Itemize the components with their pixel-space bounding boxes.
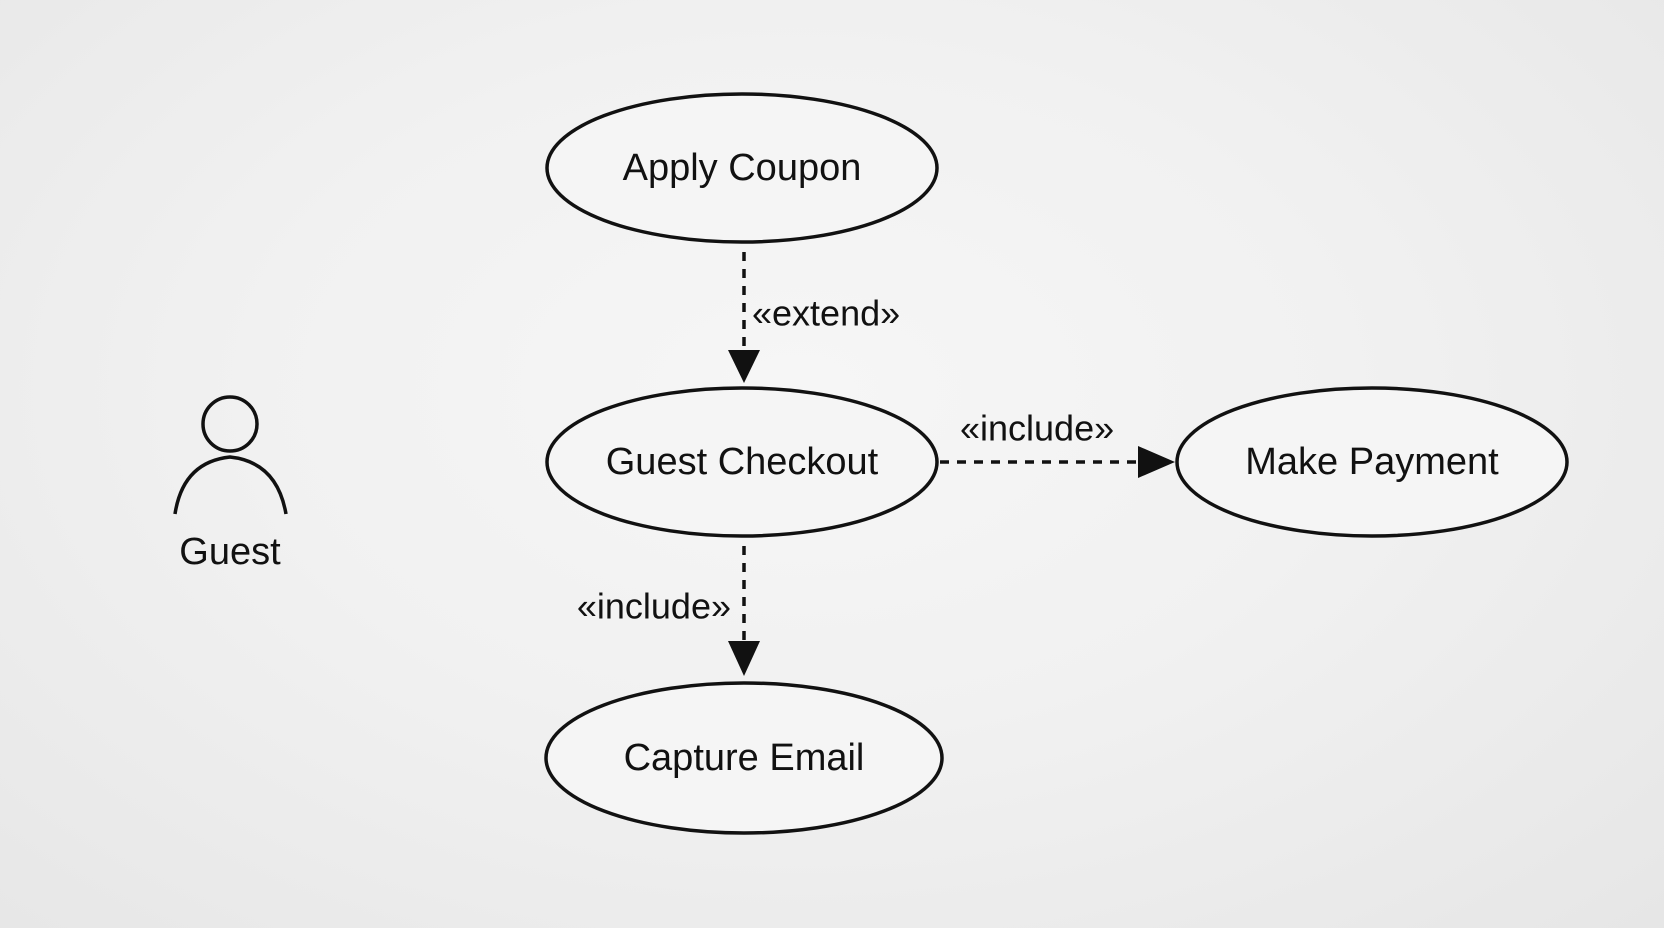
use-case-ellipse [545, 386, 939, 538]
actor-guest[interactable]: Guest [173, 395, 288, 573]
use-case-label: Guest Checkout [606, 441, 879, 483]
extend-arrowhead [728, 350, 760, 383]
include-email-label: «include» [577, 586, 731, 627]
actor-label: Guest [179, 531, 281, 573]
use-case-label: Make Payment [1245, 441, 1499, 483]
use-case-ellipse [544, 681, 944, 835]
use-case-guest-checkout[interactable]: Guest Checkout [545, 386, 939, 538]
include-email-arrowhead [728, 641, 760, 676]
include-payment-relation[interactable]: «include» [940, 408, 1175, 479]
use-case-capture-email[interactable]: Capture Email [544, 681, 944, 835]
use-case-label: Capture Email [624, 737, 865, 779]
use-case-label: Apply Coupon [623, 147, 862, 189]
use-case-apply-coupon[interactable]: Apply Coupon [545, 92, 939, 244]
extend-relation[interactable]: «extend» [728, 252, 900, 383]
person-icon [173, 395, 288, 515]
use-case-make-payment[interactable]: Make Payment [1175, 386, 1569, 538]
use-case-ellipse [545, 92, 939, 244]
include-payment-label: «include» [960, 408, 1114, 449]
use-case-ellipse [1175, 386, 1569, 538]
extend-label: «extend» [752, 293, 900, 334]
include-payment-arrowhead [1138, 446, 1175, 478]
include-email-relation[interactable]: «include» [577, 546, 760, 676]
